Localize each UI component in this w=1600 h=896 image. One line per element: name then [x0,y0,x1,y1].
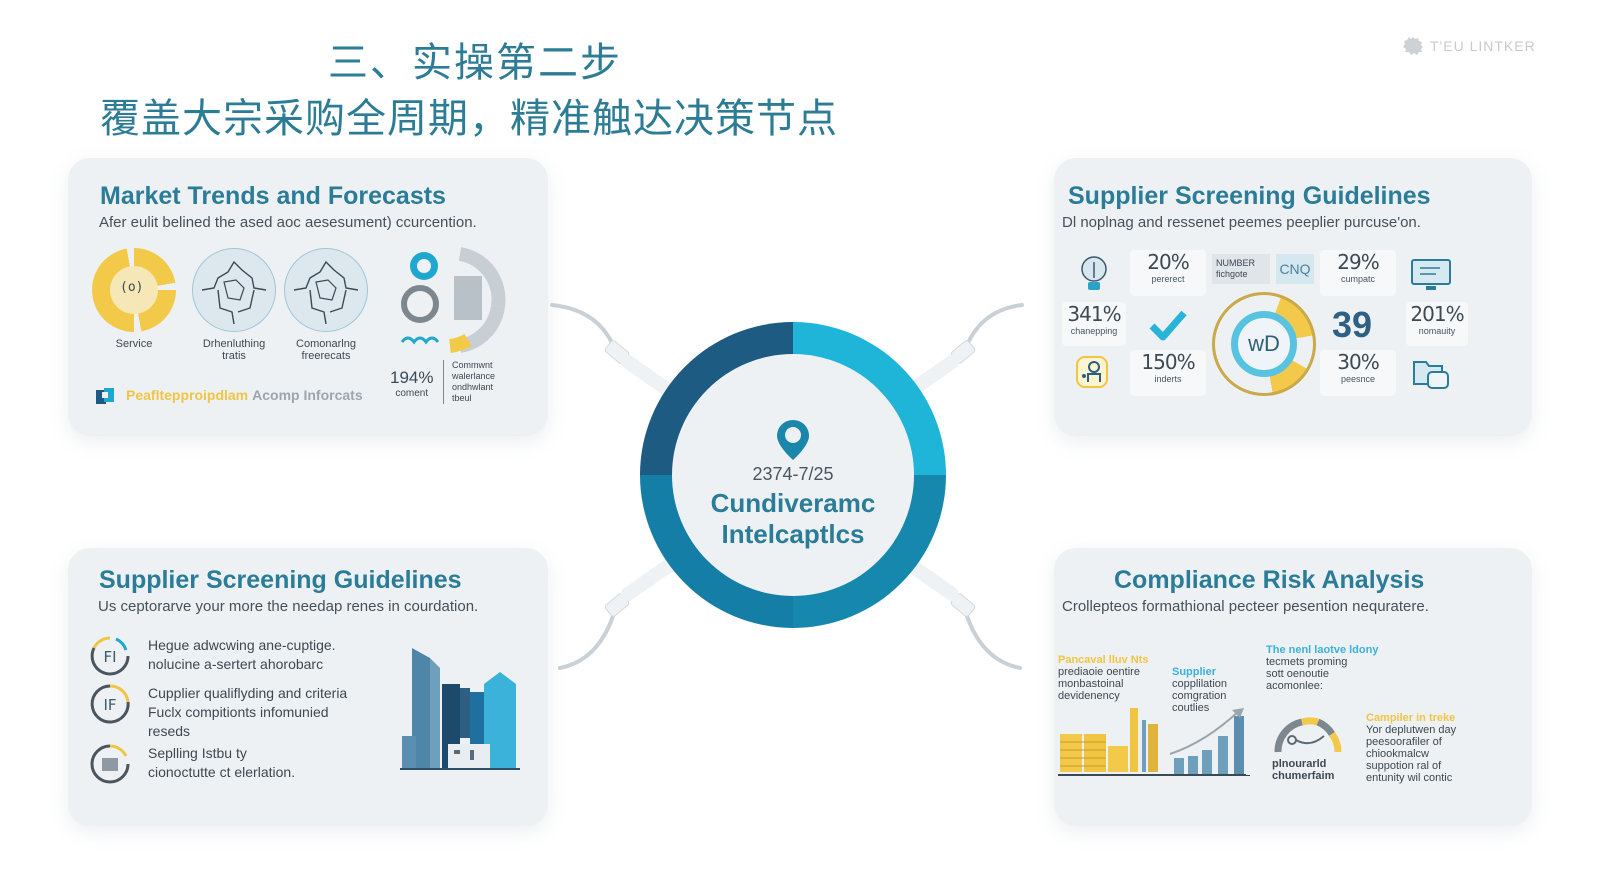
code-tag: CNQ [1276,254,1314,284]
card-title: Supplier Screening Guidelines [1068,182,1431,210]
page-title: 三、实操第二步 [328,40,622,86]
gear-icon [1403,37,1423,55]
card-compliance-risk[interactable]: Compliance Risk Analysis Crollepteos for… [1054,548,1532,826]
stat-box: 201% nomauity [1406,302,1468,346]
center-panel: 2374-7/25 Cundiveramc Intelcaptlcs [672,354,914,596]
card-subtitle: Crollepteos formathional pecteer pesenti… [1062,598,1429,615]
folder-icon [1413,361,1449,389]
stat-big: 39 [1332,304,1373,345]
gauge-label: plnourarld chumerfaim [1272,758,1335,782]
svg-text:FI: FI [103,648,116,666]
stat-box: 30% peesnce [1320,350,1396,396]
gear-chart-icon [400,247,506,353]
bar-chart-icon [1166,708,1250,776]
card-supplier-screening-stats[interactable]: Supplier Screening Guidelines Dl noplnag… [1054,158,1532,436]
card-title: Supplier Screening Guidelines [99,566,462,594]
list-item[interactable]: FI Hegue adwcwing ane-cuptige. nolucine … [90,636,336,676]
icon-label: Drhenluthing tratis [202,338,266,362]
card-subtitle: Us ceptorarve your more the needap renes… [98,598,479,615]
stat-box: 29% cumpatc [1320,250,1396,296]
center-donut: 2374-7/25 Cundiveramc Intelcaptlcs [640,322,946,628]
svg-text:IF: IF [103,696,116,714]
center-date: 2374-7/25 [752,464,834,484]
icon-label: Comonarlng freerecats [296,338,356,362]
stat-box: 150% inderts [1130,350,1206,396]
card-supplier-screening-list[interactable]: Supplier Screening Guidelines Us ceptora… [68,548,548,826]
page-subtitle: 覆盖大宗采购全周期，精准触达决策节点 [100,96,838,142]
document-badge-icon [90,744,130,784]
monitor-icon [1411,259,1451,290]
side-note: Commwnt walerlance ondhwlant tbeul [443,360,495,404]
brand-text: T'EU LINTKER [1430,38,1536,54]
gauge-icon [1274,717,1342,753]
card-subtitle: Afer eulit belined the ased aoc aesesume… [99,214,477,231]
donut-chart-icon: (o) [92,248,176,332]
card-market-trends[interactable]: Market Trends and Forecasts Afer eulit b… [68,158,548,436]
card-footer: Peafltepproipdlam Acomp Inforcats [94,384,363,406]
brand-logo: T'EU LINTKER [1402,36,1536,56]
chart-baseline [1058,774,1246,776]
buildings-icon [400,648,520,770]
list-item[interactable]: Seplling Istbu ty cionoctutte ct elerlat… [90,744,295,784]
center-badge: wD [1212,292,1316,396]
card-title: Market Trends and Forecasts [100,182,446,210]
people-icon [1076,356,1108,388]
card-title: Compliance Risk Analysis [1114,566,1425,594]
connector-top-right [963,303,1024,352]
cube-logo-icon [96,388,114,404]
connector-bottom-right [963,608,1022,670]
if-badge-icon: IF [90,684,130,724]
connector-top-left [550,303,617,352]
location-pin-icon [777,420,809,460]
checkmark-icon [1149,310,1187,341]
fi-badge-icon: FI [90,636,130,676]
center-title: Cundiveramc Intelcaptlcs [710,488,876,549]
map-globe-icon [192,248,276,332]
connector-bottom-left [558,608,617,670]
stat-box: 20% pererect [1130,250,1206,296]
side-stat: 194% coment [390,368,434,399]
stat-box: 341% chanepping [1062,302,1126,346]
number-tag: NUMBER fichgote [1212,254,1270,284]
list-item[interactable]: IF Cupplier qualiflyding and criteria Fu… [90,684,347,741]
lightbulb-icon [1081,256,1107,290]
icon-label: Service [115,338,153,350]
map-globe-icon [284,248,368,332]
coin-stack-icon [1060,708,1158,772]
card-subtitle: Dl noplnag and ressenet peemes peeplier … [1062,214,1421,231]
